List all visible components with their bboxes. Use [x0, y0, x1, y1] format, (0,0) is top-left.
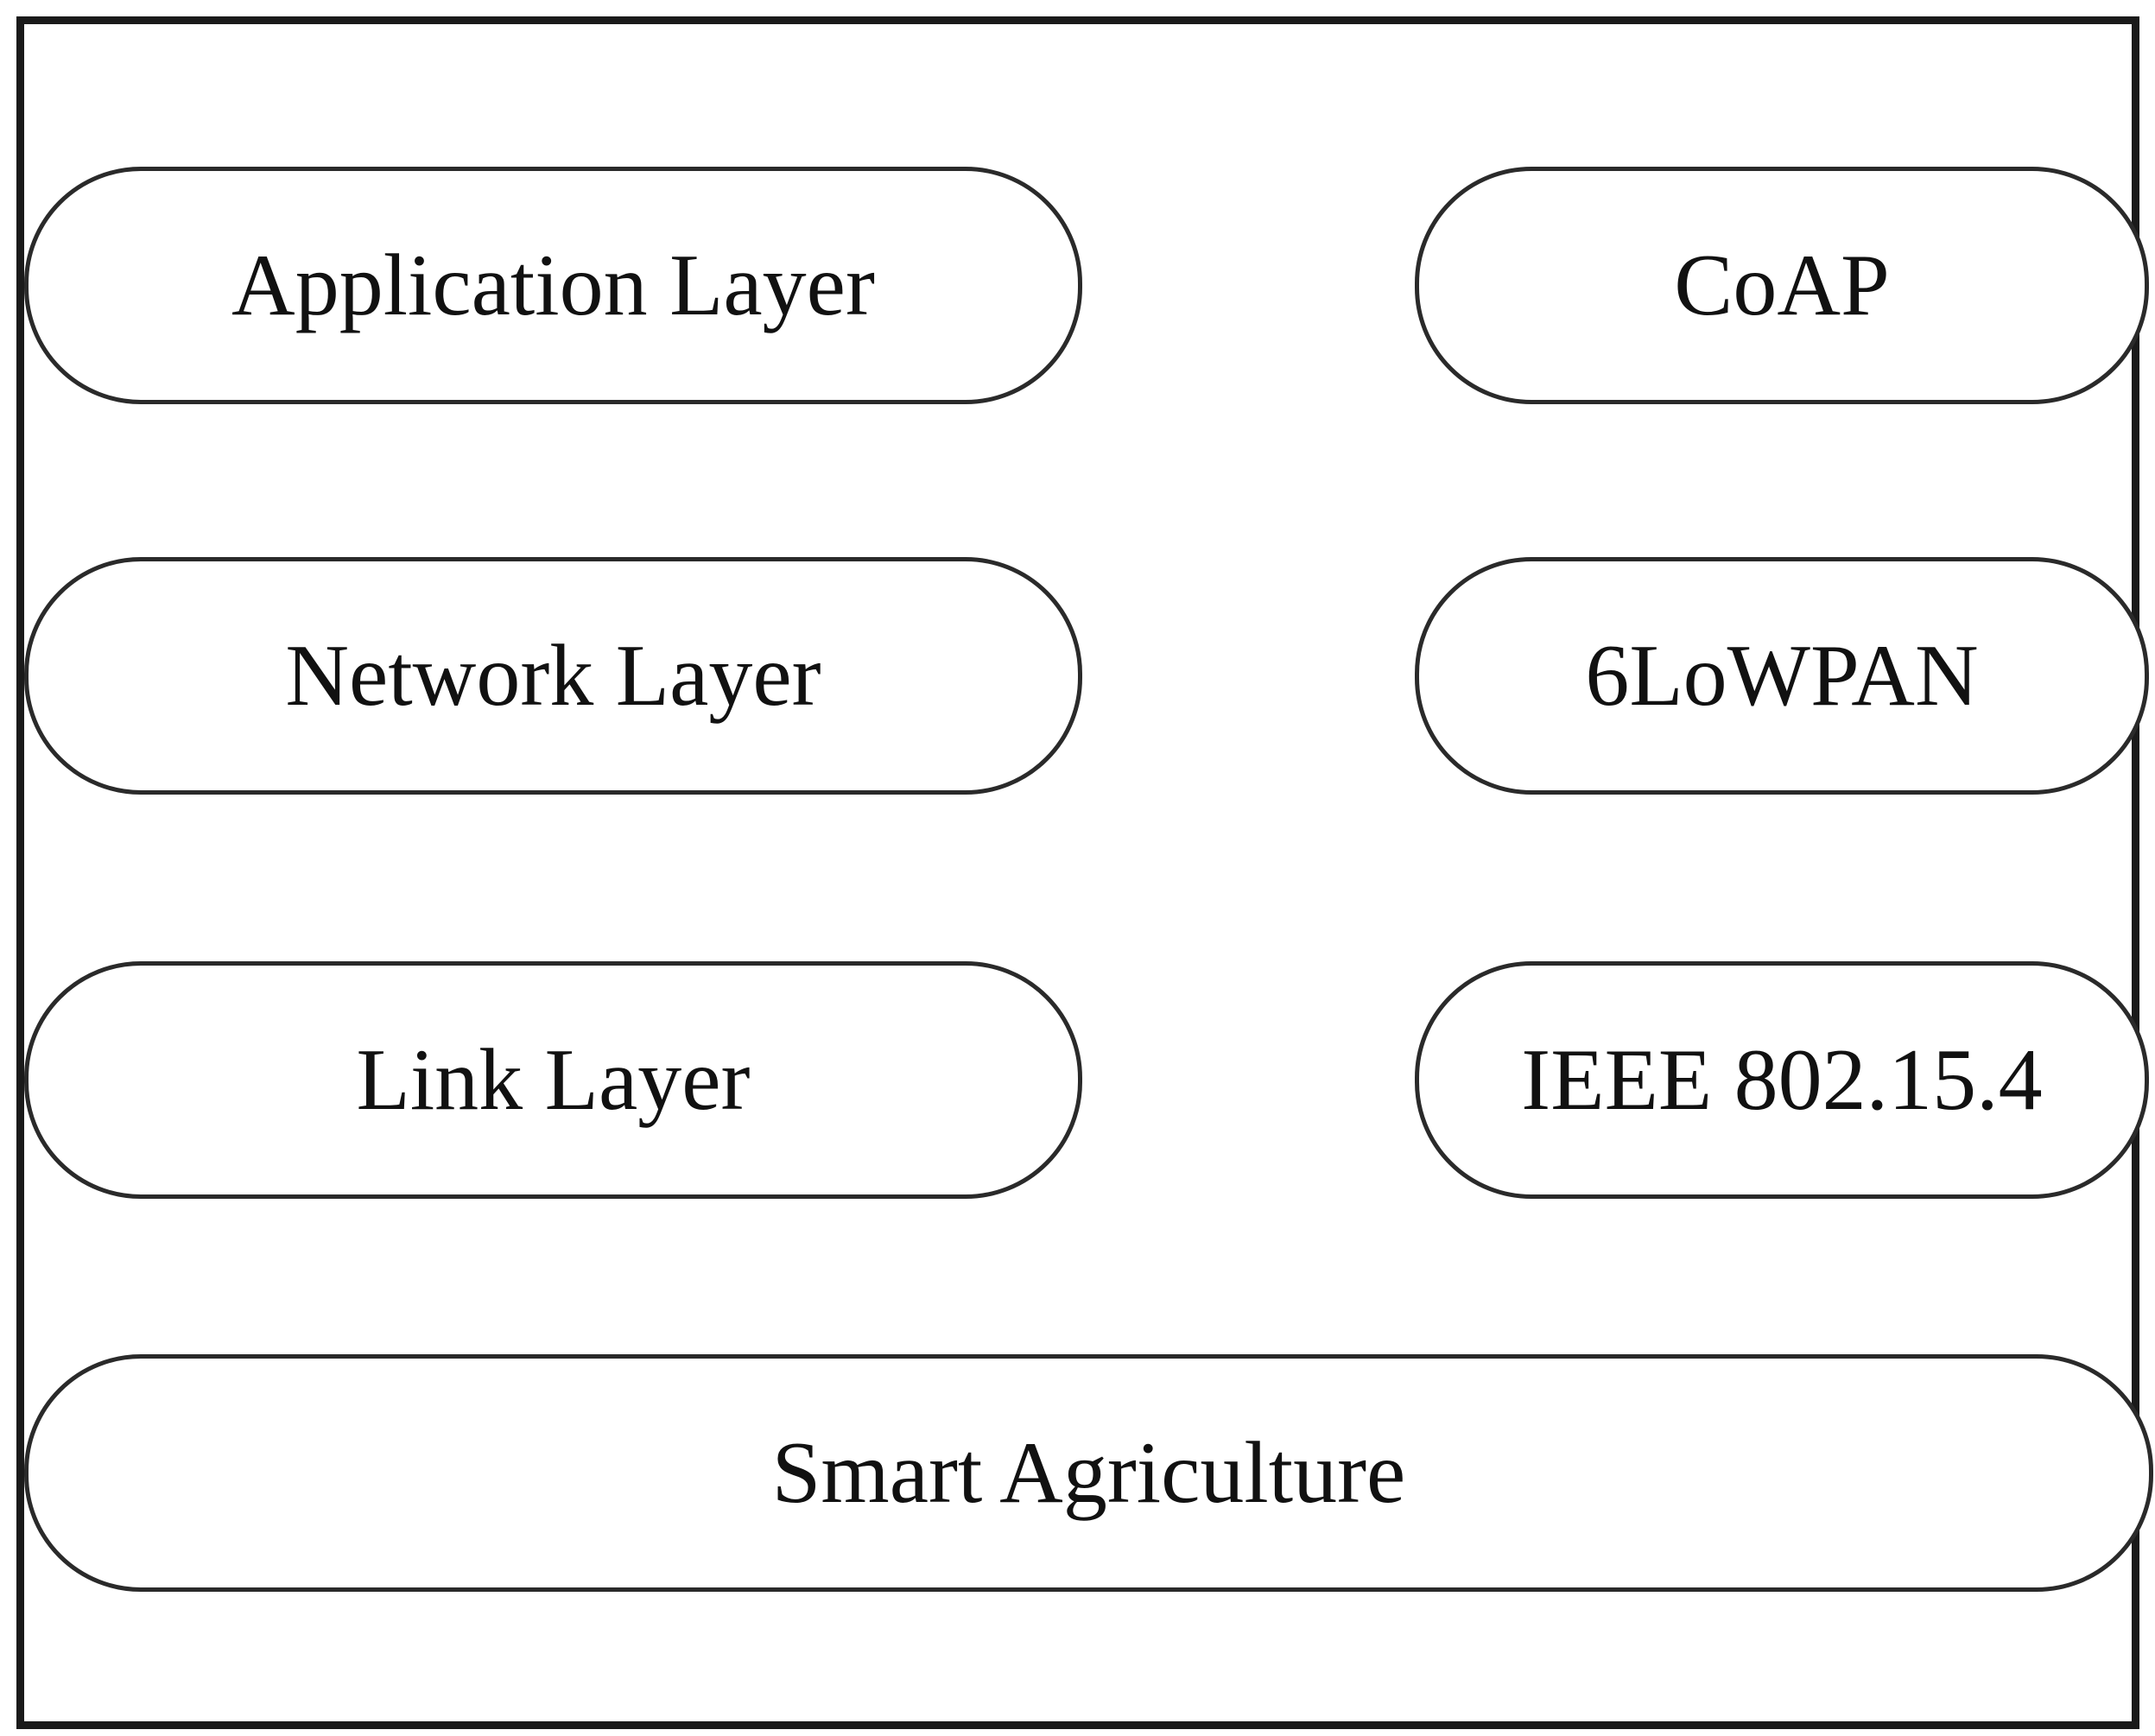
application-layer-label: Application Layer: [231, 237, 875, 334]
link-layer-box: Link Layer: [24, 961, 1082, 1199]
application-layer-box: Application Layer: [24, 167, 1082, 404]
link-layer-label: Link Layer: [356, 1031, 751, 1129]
ieee-802-15-4-protocol-box: IEEE 802.15.4: [1415, 961, 2149, 1199]
diagram-frame: Application Layer CoAP Network Layer 6Lo…: [16, 16, 2153, 1729]
6lowpan-protocol-label: 6LoWPAN: [1585, 627, 1979, 725]
network-layer-label: Network Layer: [285, 627, 821, 725]
smart-agriculture-label: Smart Agriculture: [771, 1424, 1406, 1522]
smart-agriculture-box: Smart Agriculture: [24, 1354, 2153, 1592]
network-layer-box: Network Layer: [24, 557, 1082, 795]
6lowpan-protocol-box: 6LoWPAN: [1415, 557, 2149, 795]
ieee-802-15-4-protocol-label: IEEE 802.15.4: [1521, 1031, 2043, 1129]
coap-protocol-box: CoAP: [1415, 167, 2149, 404]
coap-protocol-label: CoAP: [1674, 237, 1890, 334]
